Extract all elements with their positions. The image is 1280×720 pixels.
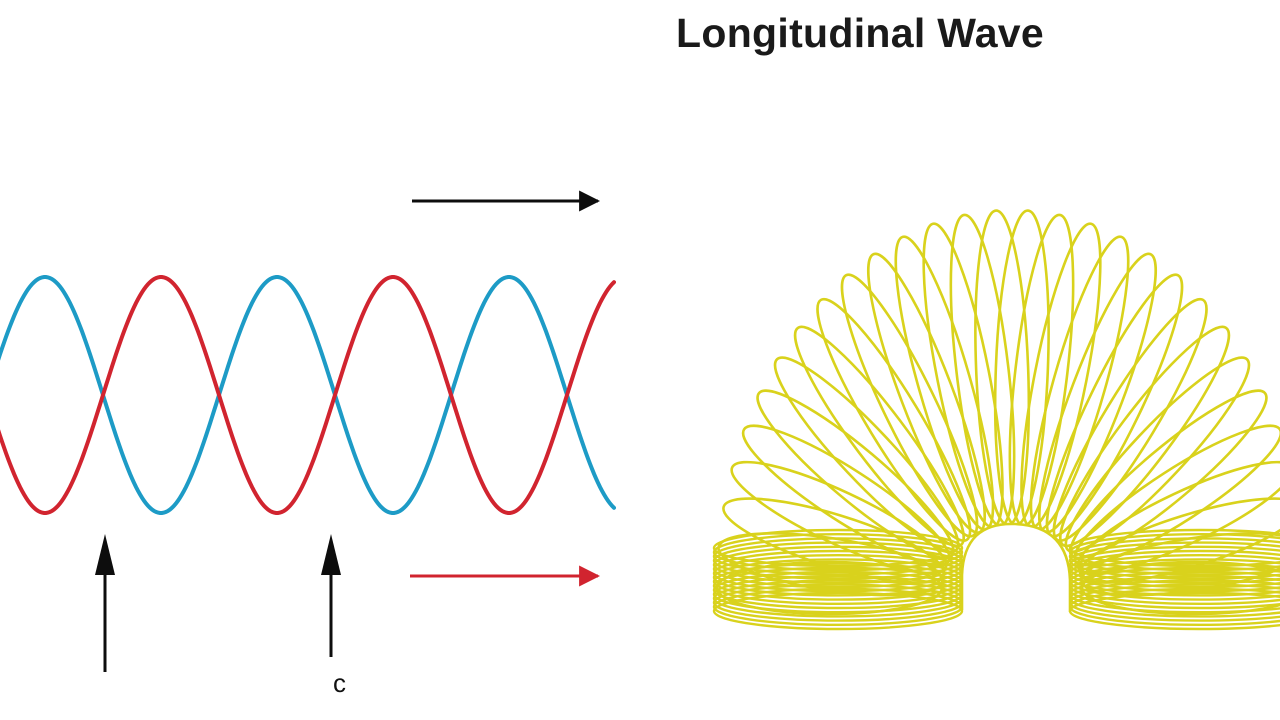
spring-base-ring-left — [712, 537, 964, 576]
marker-label-c: c — [333, 668, 346, 698]
spring-base-ring-right — [1068, 541, 1280, 580]
spring-base-ring-left — [712, 528, 964, 568]
spring-base-ring-right — [1068, 545, 1280, 584]
page-title: Longitudinal Wave — [676, 10, 1045, 56]
spring-tunnel-arch — [960, 522, 1072, 612]
wave-group — [0, 275, 616, 515]
spring-coil — [1045, 273, 1184, 538]
spring-coil — [1059, 325, 1231, 548]
spring-base-ring-right — [1068, 533, 1280, 572]
marker-arrow-left — [95, 534, 115, 672]
spring-base-ring-left — [712, 591, 964, 631]
wave-blue — [0, 275, 616, 515]
wave-red — [0, 275, 616, 515]
spring-coil — [816, 297, 972, 542]
spring-base-ring-left — [712, 533, 964, 572]
spring-base-ring-right — [1068, 528, 1280, 568]
marker-arrow-right — [321, 534, 341, 657]
spring-base-ring-left — [712, 541, 964, 580]
spring-coil — [1064, 356, 1251, 553]
spring-coil — [840, 273, 979, 538]
spring-base-ring-right — [1068, 537, 1280, 576]
slinky-spring-icon — [712, 209, 1280, 631]
